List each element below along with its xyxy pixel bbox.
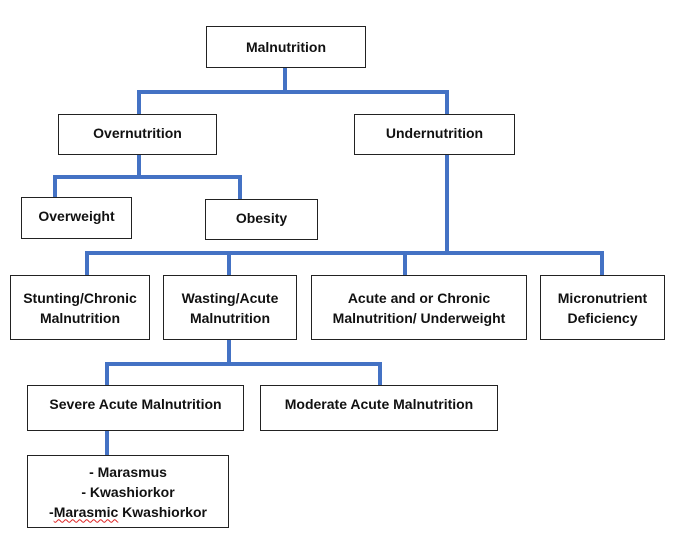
node-malnutrition: Malnutrition <box>206 26 366 68</box>
node-wasting-line1: Wasting/Acute <box>181 289 279 306</box>
node-malnutrition-label: Malnutrition <box>245 39 327 55</box>
node-micronutrient-line1: Micronutrient <box>557 289 648 306</box>
node-wasting: Wasting/Acute Malnutrition <box>163 275 297 340</box>
sam-type-marasmic-kwashiorkor: -Marasmic Kwashiorkor <box>49 502 207 522</box>
node-micronutrient-line2: Deficiency <box>567 309 638 326</box>
node-sam-label: Severe Acute Malnutrition <box>49 396 222 412</box>
node-moderate-acute-malnutrition: Moderate Acute Malnutrition <box>260 385 498 431</box>
node-stunting: Stunting/Chronic Malnutrition <box>10 275 150 340</box>
node-overnutrition-label: Overnutrition <box>93 125 182 141</box>
node-overnutrition: Overnutrition <box>58 114 217 155</box>
node-overweight-label: Overweight <box>38 208 115 224</box>
node-micronutrient: Micronutrient Deficiency <box>540 275 665 340</box>
sam-type-dash: - <box>49 503 54 520</box>
node-undernutrition: Undernutrition <box>354 114 515 155</box>
node-wasting-line2: Malnutrition <box>189 309 271 326</box>
node-overweight: Overweight <box>21 197 132 239</box>
spellcheck-underlined-word: Marasmic <box>53 503 119 520</box>
sam-type-suffix: Kwashiorkor <box>118 503 207 520</box>
node-sam-types: - Marasmus - Kwashiorkor -Marasmic Kwash… <box>27 455 229 528</box>
node-mam-label: Moderate Acute Malnutrition <box>284 396 474 412</box>
sam-type-marasmus: - Marasmus <box>89 463 167 480</box>
sam-types-list: - Marasmus - Kwashiorkor -Marasmic Kwash… <box>49 462 207 522</box>
node-stunting-line1: Stunting/Chronic <box>23 289 137 306</box>
node-severe-acute-malnutrition: Severe Acute Malnutrition <box>27 385 244 431</box>
node-obesity-label: Obesity <box>235 210 288 226</box>
node-underweight: Acute and or Chronic Malnutrition/ Under… <box>311 275 527 340</box>
node-obesity: Obesity <box>205 199 318 240</box>
node-stunting-line2: Malnutrition <box>39 309 121 326</box>
node-undernutrition-label: Undernutrition <box>385 125 484 141</box>
sam-type-kwashiorkor: - Kwashiorkor <box>81 483 175 500</box>
node-underweight-line1: Acute and or Chronic <box>347 289 491 306</box>
node-underweight-line2: Malnutrition/ Underweight <box>332 309 506 326</box>
